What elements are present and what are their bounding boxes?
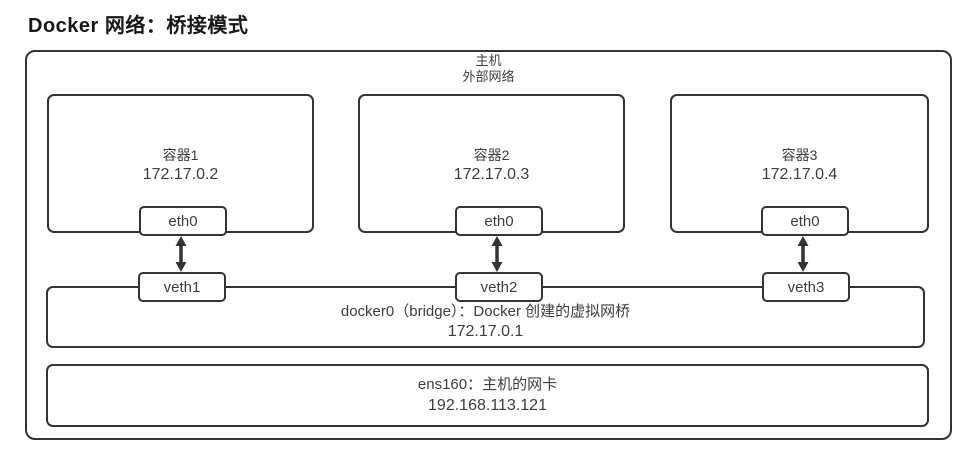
double-arrow-icon [491, 236, 503, 272]
veth1-port: veth1 [138, 272, 226, 302]
bridge-label: docker0（bridge）：Docker 创建的虚拟网桥 [340, 303, 631, 320]
container-text: 容器3 172.17.0.4 [672, 146, 927, 186]
bridge-ip: 172.17.0.1 [447, 323, 524, 340]
diagram-title: Docker 网络：桥接模式 [28, 15, 249, 37]
nic-label: ens160：主机的网卡 [417, 376, 558, 393]
container-ip: 172.17.0.4 [761, 166, 838, 183]
container-ip: 172.17.0.2 [142, 166, 219, 183]
eth0-port-2: eth0 [455, 206, 543, 236]
container-name: 容器1 [162, 147, 199, 163]
host-label: 主机 外部网络 [25, 53, 952, 85]
external-network-label: 外部网络 [462, 69, 515, 84]
veth2-port: veth2 [455, 272, 543, 302]
veth3-port: veth3 [762, 272, 850, 302]
eth0-port-1: eth0 [139, 206, 227, 236]
host-name-label: 主机 [475, 53, 502, 68]
container-name: 容器2 [473, 147, 510, 163]
nic-ip: 192.168.113.121 [428, 397, 547, 414]
container-ip: 172.17.0.3 [453, 166, 530, 183]
double-arrow-icon [175, 236, 187, 272]
nic-box: ens160：主机的网卡 192.168.113.121 [46, 364, 929, 427]
eth0-port-3: eth0 [761, 206, 849, 236]
container-text: 容器2 172.17.0.3 [360, 146, 623, 186]
container-name: 容器3 [781, 147, 818, 163]
container-text: 容器1 172.17.0.2 [49, 146, 312, 186]
double-arrow-icon [797, 236, 809, 272]
